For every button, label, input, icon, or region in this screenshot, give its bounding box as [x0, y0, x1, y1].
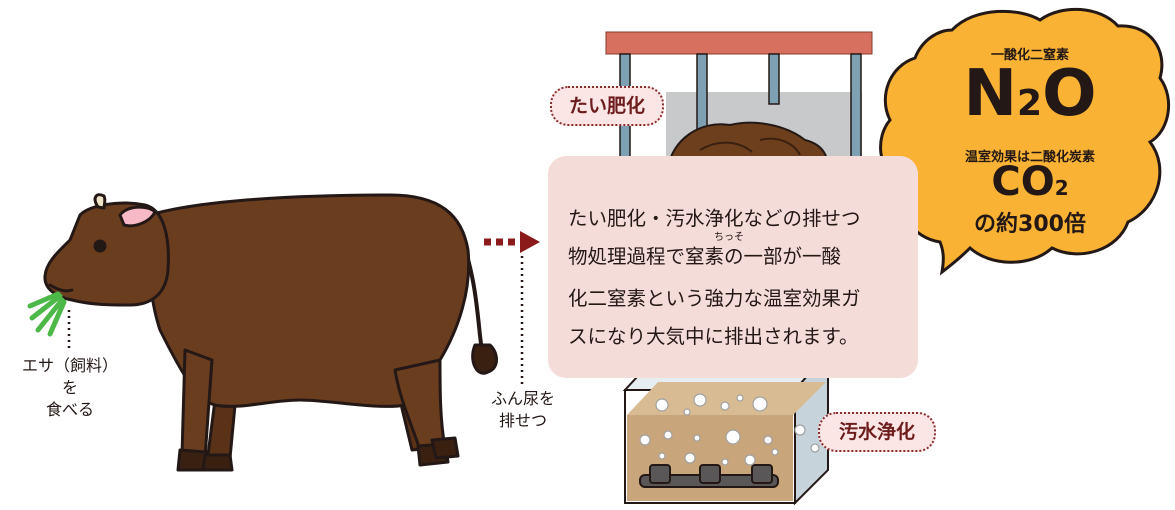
description-line-1: たい肥化・汚水浄化などの排せつ — [568, 207, 861, 230]
description-line-2: 物処理過程で窒素の一部が一酸 — [568, 245, 842, 268]
n2o-formula-n: N — [963, 57, 1018, 131]
feed-label-line-1: エサ（飼料）を — [21, 356, 118, 397]
bubbles — [639, 393, 820, 466]
feed-label-line-2: 食べる — [45, 400, 94, 419]
n2o-name: 一酸化二窒素 — [990, 48, 1069, 63]
wastewater-tag: 汚水浄化 — [818, 412, 936, 452]
excrete-label: ふん尿を 排せつ — [478, 388, 568, 432]
feed-label: エサ（飼料）を 食べる — [20, 355, 120, 421]
compost-tag: たい肥化 — [550, 86, 664, 126]
cloud-shape — [879, 7, 1171, 276]
description-line-4: スになり大気中に排出されます。 — [568, 325, 859, 348]
excrete-label-line-1: ふん尿を — [490, 389, 555, 408]
excrete-label-line-2: 排せつ — [498, 411, 547, 430]
co2-formula: CO2 — [930, 160, 1130, 210]
ratio-text: の約300倍 — [974, 212, 1086, 237]
wastewater-tank-illustration — [622, 349, 831, 506]
description-line-3: 化二窒素という強力な温室効果ガ — [568, 287, 861, 310]
n2o-formula-o: O — [1042, 57, 1097, 131]
cow-illustration — [43, 193, 498, 472]
description-box — [548, 156, 918, 378]
n2o-formula: N2O — [925, 58, 1135, 140]
grass-feed-icon — [27, 291, 67, 337]
co2-formula-sub: 2 — [1054, 176, 1069, 200]
flow-arrow — [484, 231, 540, 253]
ruby-chisso: ちっそ — [714, 232, 744, 243]
n2o-formula-sub: 2 — [1017, 83, 1043, 124]
co2-formula-co: CO — [991, 159, 1055, 205]
co2-name: 温室効果は二酸化炭素 — [964, 150, 1095, 165]
